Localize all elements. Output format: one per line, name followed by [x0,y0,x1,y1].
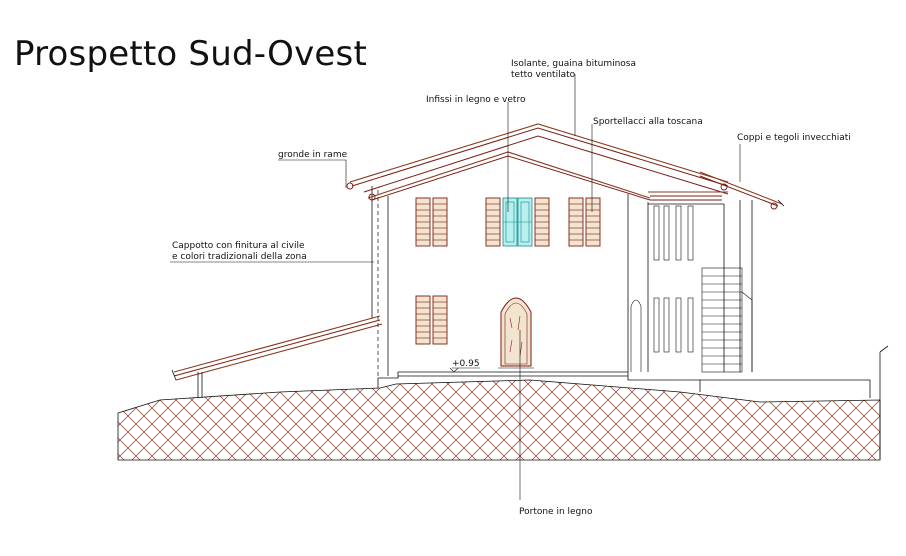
annex-right [630,200,753,372]
front-door [498,297,534,369]
main-roof [346,123,785,210]
label-sportellacci: Sportellacci alla toscana [593,117,703,127]
leader-lines [170,74,741,500]
label-infissi: Infissi in legno e vetro [426,95,526,105]
window-lower-left [415,295,448,345]
label-gronde: gronde in rame [278,150,348,160]
plinth [377,371,871,398]
label-quota: +0.95 [452,359,480,369]
label-cappotto-line2: e colori tradizionali della zona [172,252,307,262]
ground-edge-tick [879,345,889,353]
label-coppi: Coppi e tegoli invecchiati [737,133,851,143]
label-isolante-line2: tetto ventilato [511,70,576,80]
lean-to-roof-left [171,315,383,398]
window-upper-right [568,197,601,247]
label-cappotto-line1: Cappotto con finitura al civile [172,241,305,251]
external-stairs [701,267,753,373]
label-portone: Portone in legno [519,507,593,517]
main-wall [371,186,649,376]
label-isolante-line1: Isolante, guaina bituminosa [511,59,636,69]
window-upper-center [485,197,550,247]
drawing-title: Prospetto Sud-Ovest [14,34,367,74]
window-upper-left [415,197,448,247]
level-marker [449,367,480,373]
ground-hatch [117,379,881,461]
